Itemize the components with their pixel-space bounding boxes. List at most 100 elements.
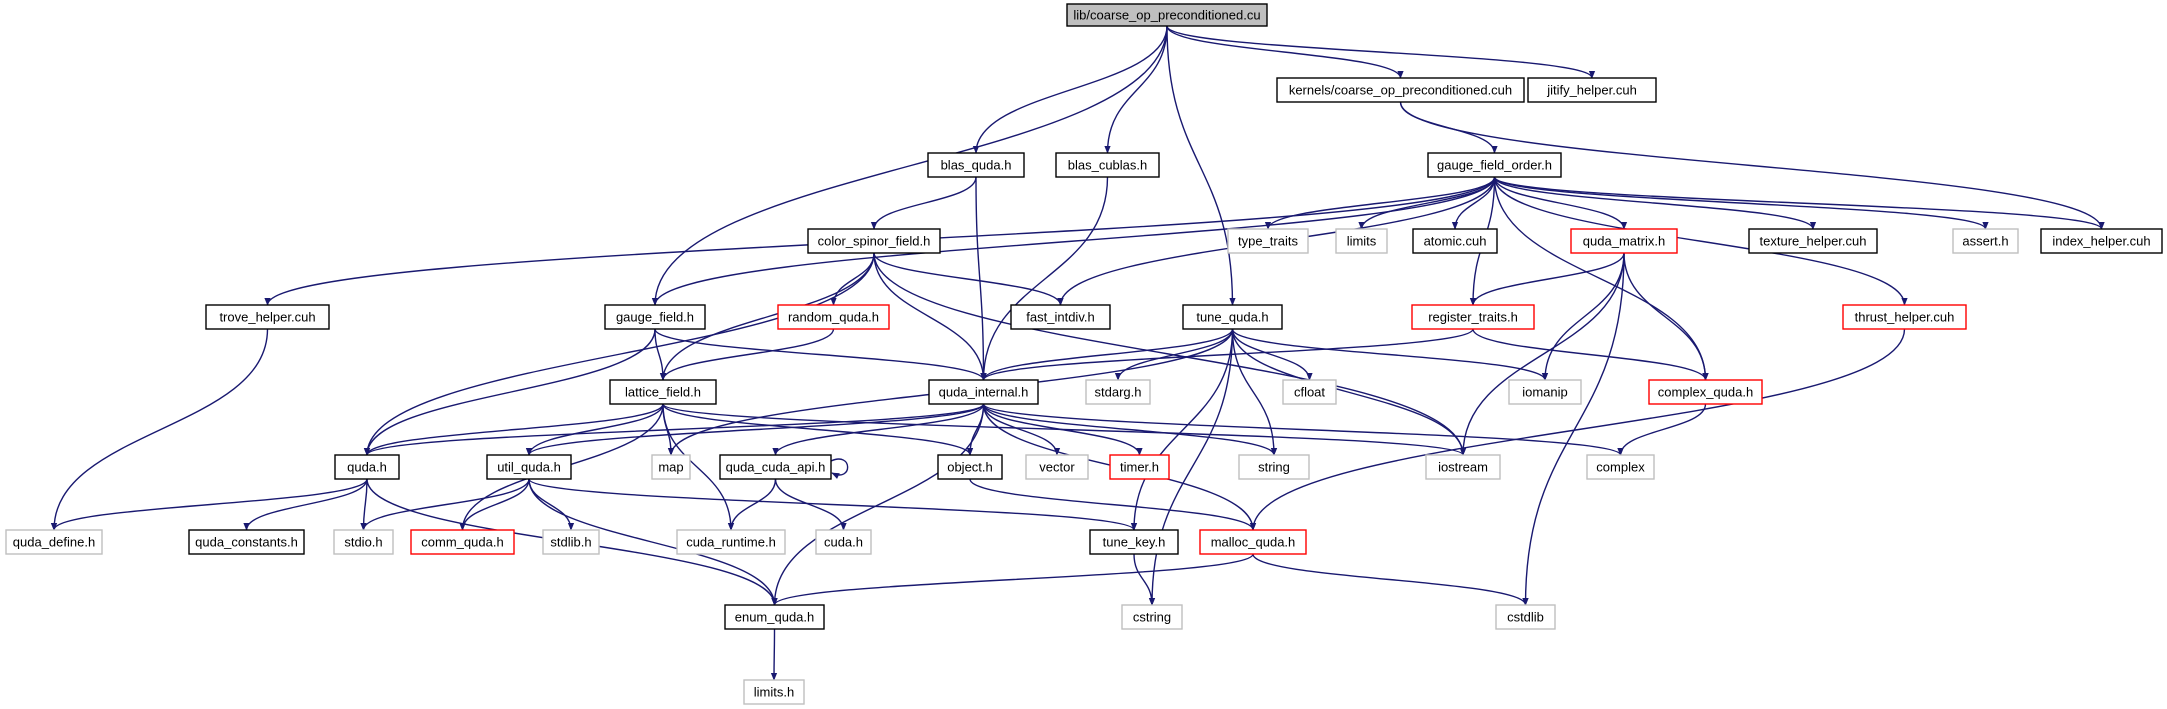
node-cuda-runtime: cuda_runtime.h xyxy=(676,529,786,555)
node-thrust-helper[interactable]: thrust_helper.cuh xyxy=(1842,304,1967,330)
edge-root-to-blas_cublas xyxy=(1104,25,1168,154)
node-util-quda[interactable]: util_quda.h xyxy=(486,454,572,480)
node-jitify-helper[interactable]: jitify_helper.cuh xyxy=(1527,77,1657,103)
node-box xyxy=(2040,228,2163,254)
node-label: enum_quda.h xyxy=(735,609,815,624)
node-box xyxy=(724,604,825,630)
edge-quda_matrix-to-iostream xyxy=(1459,252,1625,456)
node-label: random_quda.h xyxy=(788,309,879,324)
node-lattice-field[interactable]: lattice_field.h xyxy=(609,379,717,405)
edge-object-to-malloc_quda xyxy=(969,478,1257,531)
edge-util_quda-to-comm_quda xyxy=(459,478,530,531)
node-blas-cublas[interactable]: blas_cublas.h xyxy=(1055,152,1160,178)
node-label: lib/coarse_op_preconditioned.cu xyxy=(1073,7,1260,22)
node-iomanip: iomanip xyxy=(1508,379,1582,405)
edge-register_traits-to-quda_internal xyxy=(980,328,1474,381)
node-enum-quda[interactable]: enum_quda.h xyxy=(724,604,825,630)
edge-root-to-gauge_field xyxy=(651,25,1168,306)
node-label: stdio.h xyxy=(344,534,382,549)
node-label: thrust_helper.cuh xyxy=(1855,309,1955,324)
node-kernels-coarse[interactable]: kernels/coarse_op_preconditioned.cuh xyxy=(1276,77,1525,103)
node-label: string xyxy=(1258,459,1290,474)
edge-quda_matrix-to-iomanip xyxy=(1541,252,1625,381)
edge-gauge_field_order-to-type_traits xyxy=(1264,176,1496,230)
node-vector: vector xyxy=(1025,454,1089,480)
node-complex-quda[interactable]: complex_quda.h xyxy=(1648,379,1763,405)
edge-util_quda-to-enum_quda xyxy=(528,478,778,606)
node-quda-h[interactable]: quda.h xyxy=(334,454,400,480)
edge-enum_quda-to-limits_h xyxy=(770,628,778,681)
node-color-spinor-field[interactable]: color_spinor_field.h xyxy=(807,228,941,254)
node-box xyxy=(1089,529,1179,555)
node-box xyxy=(743,679,805,705)
edge-tune_quda-to-iostream xyxy=(1231,328,1467,456)
edge-color_spinor_field-to-random_quda xyxy=(830,252,875,306)
node-object[interactable]: object.h xyxy=(937,454,1003,480)
node-assert: assert.h xyxy=(1952,228,2019,254)
edge-lattice_field-to-object xyxy=(662,403,974,456)
node-type-traits: type_traits xyxy=(1227,228,1309,254)
edge-gauge_field-to-quda_internal xyxy=(654,328,987,381)
edge-gauge_field_order-to-thrust_helper xyxy=(1493,176,1908,306)
node-tune-quda[interactable]: tune_quda.h xyxy=(1182,304,1283,330)
node-quda-matrix[interactable]: quda_matrix.h xyxy=(1570,228,1678,254)
node-blas-quda[interactable]: blas_quda.h xyxy=(927,152,1025,178)
node-quda-constants[interactable]: quda_constants.h xyxy=(188,529,305,555)
edge-tune_quda-to-tune_key xyxy=(1130,328,1234,531)
edge-gauge_field_order-to-assert xyxy=(1493,176,1989,230)
node-box xyxy=(609,379,717,405)
node-gauge-field[interactable]: gauge_field.h xyxy=(604,304,706,330)
node-box xyxy=(1227,228,1309,254)
node-box xyxy=(1010,304,1111,330)
node-box xyxy=(333,529,394,555)
edge-quda_internal-to-vector xyxy=(982,403,1061,456)
node-label: vector xyxy=(1039,459,1075,474)
node-label: quda_internal.h xyxy=(939,384,1029,399)
node-label: quda_matrix.h xyxy=(1583,233,1665,248)
edge-quda_cuda_api-to-cuda_h xyxy=(774,478,847,531)
node-fast-intdiv[interactable]: fast_intdiv.h xyxy=(1010,304,1111,330)
node-label: type_traits xyxy=(1238,233,1298,248)
edge-color_spinor_field-to-quda_h xyxy=(363,252,875,456)
node-atomic[interactable]: atomic.cuh xyxy=(1412,228,1498,254)
node-label: atomic.cuh xyxy=(1424,233,1487,248)
node-texture-helper[interactable]: texture_helper.cuh xyxy=(1748,228,1878,254)
edge-blas_quda-to-color_spinor_field xyxy=(870,176,977,230)
edge-lattice_field-to-util_quda xyxy=(525,403,664,456)
node-cstdlib: cstdlib xyxy=(1495,604,1556,630)
edge-quda_matrix-to-cstdlib xyxy=(1522,252,1625,606)
node-cuda-h: cuda.h xyxy=(815,529,872,555)
node-label: complex_quda.h xyxy=(1658,384,1753,399)
node-box xyxy=(542,529,600,555)
node-register-traits[interactable]: register_traits.h xyxy=(1411,304,1535,330)
node-quda-define: quda_define.h xyxy=(5,529,103,555)
edge-quda_h-to-quda_constants xyxy=(243,478,368,531)
node-malloc-quda[interactable]: malloc_quda.h xyxy=(1199,529,1307,555)
node-index-helper[interactable]: index_helper.cuh xyxy=(2040,228,2163,254)
node-box xyxy=(205,304,330,330)
edge-quda_internal-to-util_quda xyxy=(525,403,985,456)
edge-tune_key-to-cstring xyxy=(1133,553,1156,606)
node-quda-cuda-api[interactable]: quda_cuda_api.h xyxy=(719,454,832,480)
node-quda-internal[interactable]: quda_internal.h xyxy=(928,379,1039,405)
edge-tune_quda-to-cstring xyxy=(1148,328,1234,606)
node-root[interactable]: lib/coarse_op_preconditioned.cu xyxy=(1066,3,1268,27)
node-random-quda[interactable]: random_quda.h xyxy=(777,304,890,330)
node-box xyxy=(719,454,832,480)
edge-malloc_quda-to-cstdlib xyxy=(1252,553,1529,606)
node-box xyxy=(1085,379,1151,405)
node-comm-quda[interactable]: comm_quda.h xyxy=(410,529,515,555)
node-timer[interactable]: timer.h xyxy=(1109,454,1170,480)
node-label: gauge_field_order.h xyxy=(1437,157,1552,172)
node-limits-h: limits.h xyxy=(743,679,805,705)
edge-gauge_field_order-to-quda_matrix xyxy=(1493,176,1628,230)
edge-kernels_coarse-to-index_helper xyxy=(1399,101,2105,230)
node-trove-helper[interactable]: trove_helper.cuh xyxy=(205,304,330,330)
node-gauge-field-order[interactable]: gauge_field_order.h xyxy=(1427,152,1562,178)
edge-quda_internal-to-quda_cuda_api xyxy=(772,403,985,456)
edge-quda_matrix-to-register_traits xyxy=(1469,252,1625,306)
node-tune-key[interactable]: tune_key.h xyxy=(1089,529,1179,555)
node-box xyxy=(1570,228,1678,254)
node-label: quda_cuda_api.h xyxy=(726,459,826,474)
node-box xyxy=(1952,228,2019,254)
